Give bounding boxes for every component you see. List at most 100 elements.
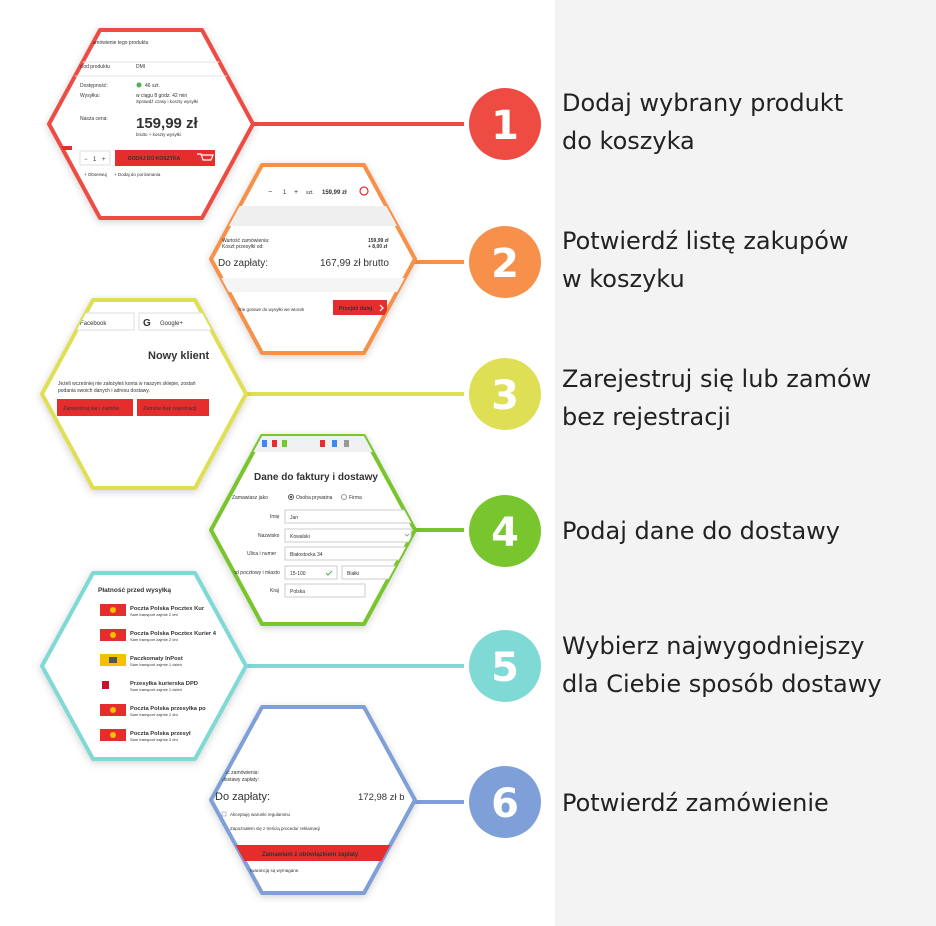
s2-sum-label-2: Koszt przesyłki od: xyxy=(222,244,264,250)
s2-ship-note: będzie gotowe do wysyłki we wtorek xyxy=(232,307,305,312)
s4-country-field[interactable] xyxy=(284,583,366,598)
s3-google-label: Google+ xyxy=(160,321,183,327)
s5-title: Płatność przed wysyłką xyxy=(98,587,171,594)
post-horn-icon xyxy=(110,707,116,713)
s1-availability-label: Dostępność: xyxy=(80,83,108,89)
s1-shipping-label: Wysyłka: xyxy=(80,93,100,99)
s1-qty-stepper[interactable] xyxy=(79,150,111,166)
s3-register-label: Zarejestruj się i zamów xyxy=(63,406,119,412)
step-5-line-2: dla Ciebie sposób dostawy xyxy=(562,670,882,698)
s1-availability-value: 46 szt. xyxy=(145,83,160,89)
s3-desc-2: podania swoich danych i adresu dostawy. xyxy=(58,388,150,394)
availability-dot-icon xyxy=(136,82,142,88)
s2-gray-band xyxy=(211,206,415,226)
screen-hexagon-5: Płatność przed wysyłką Poczta Polska Poc… xyxy=(40,571,248,761)
step-badge-4: 4 xyxy=(464,490,546,572)
s2-qty-minus[interactable]: − xyxy=(268,189,272,196)
s1-qty-minus[interactable]: − xyxy=(84,157,88,163)
check-icon xyxy=(325,570,333,576)
step-text-6: Potwierdź zamówienie xyxy=(562,784,829,822)
s4-zip-field[interactable] xyxy=(284,565,338,580)
post-horn-icon xyxy=(110,607,116,613)
s4-name-value: Jan xyxy=(290,515,298,521)
s2-qty-plus[interactable]: + xyxy=(294,189,298,196)
shipping-option-sub: Sam transport zajmie 2 dni xyxy=(130,612,178,617)
s2-sum-value-2: + 8,00 zł xyxy=(368,244,388,250)
s4-surname-field[interactable] xyxy=(284,528,412,543)
screen-hexagon-2: − 1 + szt. 159,99 zł Wartość zamówienia:… xyxy=(209,163,417,355)
shipping-option-name: Poczta Polska przesył xyxy=(130,731,191,737)
step-text-3: Zarejestruj się lub zamów bez rejestracj… xyxy=(562,360,871,436)
s3-facebook-label: Facebook xyxy=(80,321,107,327)
dpd-cube-icon xyxy=(102,681,109,689)
step-text-5: Wybierz najwygodniejszy dla Ciebie sposó… xyxy=(562,627,882,703)
s2-sum-value-1: 159,99 zł xyxy=(368,238,389,244)
s2-gray-band-2 xyxy=(211,278,415,292)
s4-street-label: Ulica i numer xyxy=(247,551,277,557)
post-horn-icon xyxy=(110,732,116,738)
step-2-line-2: w koszyku xyxy=(562,265,685,293)
s4-city-value: Białki xyxy=(347,571,359,577)
s1-qty-value: 1 xyxy=(93,157,97,163)
step-5-line-1: Wybierz najwygodniejszy xyxy=(562,632,865,660)
s3-register-button[interactable] xyxy=(57,399,133,416)
s2-unit: szt. xyxy=(306,190,314,196)
s4-city-label: Kod pocztowy i miasto xyxy=(230,570,280,576)
s2-qty-value: 1 xyxy=(283,190,287,196)
refresh-icon[interactable] xyxy=(359,186,369,196)
s1-add-to-cart-label: DODAJ DO KOSZYKA xyxy=(128,156,181,162)
s4-country-value: Polska xyxy=(290,589,305,595)
s2-line-price: 159,99 zł xyxy=(322,190,347,196)
step-number-6: 6 xyxy=(491,781,519,827)
s6-line-1: ość zamówienia: xyxy=(222,770,259,776)
s3-guest-label: Zamów bez rejestracji xyxy=(143,406,197,412)
s1-top-text-1: zamówienie tego produktu xyxy=(90,40,149,46)
cart-icon xyxy=(197,153,214,161)
s1-price: 159,99 zł xyxy=(136,115,199,132)
s1-qty-plus[interactable]: + xyxy=(102,157,106,163)
shipping-option-sub: Sam transport zajmie 1 dzień xyxy=(130,662,182,667)
s1-add-to-cart-button[interactable] xyxy=(115,150,215,166)
s4-title: Dane do faktury i dostawy xyxy=(254,472,378,483)
s1-compare-link[interactable]: + Dodaj do porównania xyxy=(114,172,161,177)
s1-price-note: brutto + koszty wysyłki xyxy=(136,132,181,137)
s1-shipping-value: w ciągu 8 godz. 42 min xyxy=(136,93,187,99)
s4-opt-private: Osoba prywatna xyxy=(296,495,333,501)
screen-hexagon-3: Facebook G Google+ Nowy klient Jeżeli wc… xyxy=(40,298,248,490)
shipping-option-name: Paczkomaty InPost xyxy=(130,656,183,662)
s2-total-value: 167,99 zł brutto xyxy=(320,258,389,269)
s6-total-label: Do zapłaty: xyxy=(215,791,270,803)
s1-observe-link[interactable]: + Obserwuj xyxy=(84,172,107,177)
s2-next-label: Przejdź dalej xyxy=(339,306,373,312)
chevron-down-icon xyxy=(404,533,410,537)
s6-order-button[interactable] xyxy=(222,845,396,861)
s4-country-label: Kraj xyxy=(270,588,279,594)
s4-as-label: Zamawiasz jako xyxy=(232,495,268,501)
s1-code-value: DMI xyxy=(136,64,145,70)
s3-title: Nowy klient xyxy=(148,350,209,362)
s1-code-label: Kod produktu xyxy=(80,64,110,70)
step-text-1: Dodaj wybrany produkt do koszyka xyxy=(562,84,843,160)
google-icon: G xyxy=(143,318,151,329)
s3-guest-button[interactable] xyxy=(137,399,209,416)
s1-shipping-link[interactable]: Sprawdź czasy i koszty wysyłki xyxy=(136,99,198,104)
s4-name-field[interactable] xyxy=(284,509,412,524)
step-text-2: Potwierdź listę zakupów w koszyku xyxy=(562,222,849,298)
step-number-3: 3 xyxy=(491,373,519,419)
step-4-line-1: Podaj dane do dostawy xyxy=(562,517,841,545)
shipping-option-name: Przesyłka kurierska DPD xyxy=(130,681,198,687)
s4-radio-company[interactable] xyxy=(341,494,347,500)
s6-terms-checkbox[interactable] xyxy=(221,811,227,817)
step-number-2: 2 xyxy=(491,241,519,287)
background-panel xyxy=(555,0,936,926)
s6-line-2: dostawy zapłaty: xyxy=(222,777,259,783)
s4-zip-value: 15-100 xyxy=(290,571,306,577)
s2-next-button[interactable] xyxy=(333,300,387,315)
